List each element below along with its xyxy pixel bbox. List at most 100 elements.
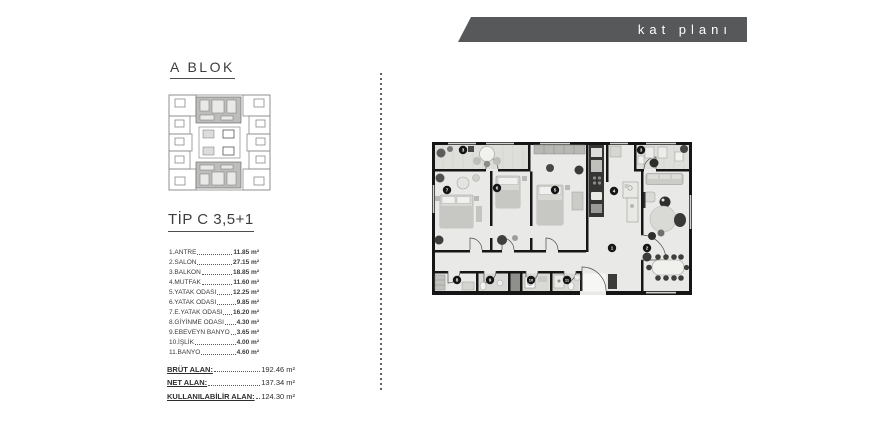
total-label: BRÜT ALAN: <box>167 364 213 374</box>
room-name: 7.E.YATAK ODASI <box>169 309 223 316</box>
room-area: 12.25 m² <box>232 289 259 296</box>
dining-table <box>651 259 685 276</box>
room-row: 8.GİYİNME ODASI 4.30 m² <box>169 316 259 326</box>
dotted-leader <box>230 333 236 335</box>
total-value: 137.34 m² <box>261 378 295 387</box>
room-area: 27.15 m² <box>232 259 259 266</box>
banner-title: kat planı <box>637 22 732 37</box>
badge-label: 10 <box>529 278 534 283</box>
lounge-chair <box>674 213 686 227</box>
closet <box>434 274 446 291</box>
badge-label: 9 <box>489 278 492 283</box>
room-area: 3.65 m² <box>236 329 259 336</box>
armchair <box>644 191 656 203</box>
dotted-leader <box>223 313 232 315</box>
block-title: A BLOK <box>170 59 235 79</box>
badge-label: 8 <box>456 278 459 283</box>
wardrobe <box>533 144 586 155</box>
room-area: 18.85 m² <box>232 269 259 276</box>
room-area: 4.60 m² <box>236 349 259 356</box>
total-row: KULLANILABİLİR ALAN: 124.30 m² <box>167 387 295 401</box>
room-area: 16.20 m² <box>232 309 259 316</box>
room-row: 5.YATAK ODASI 12.25 m² <box>169 286 259 296</box>
dotted-leader <box>217 293 232 295</box>
dining-chairs <box>646 254 690 281</box>
balcony-table <box>649 158 659 168</box>
dotted-leader <box>213 371 261 372</box>
rug <box>649 205 677 233</box>
badge-label: 3 <box>640 148 643 153</box>
block-overview-plan <box>168 94 271 191</box>
badge-label: 2 <box>646 246 649 251</box>
bedroom5-furniture <box>533 144 586 226</box>
total-label: KULLANILABİLİR ALAN: <box>167 391 255 401</box>
apartment-floor-plan: 3 3 7 6 5 4 1 2 8 9 10 11 <box>432 142 692 295</box>
room-name: 11.BANYO <box>169 349 201 356</box>
building-outline <box>168 94 271 191</box>
total-row: NET ALAN: 137.34 m² <box>167 374 295 387</box>
dotted-leader <box>224 323 236 325</box>
room-number-badges: 3 3 7 6 5 4 1 2 8 9 10 11 <box>442 145 652 285</box>
dotted-leader <box>194 343 236 345</box>
badge-label: 3 <box>462 148 465 153</box>
highlighted-unit-top <box>195 96 242 124</box>
badge-label: 6 <box>496 186 499 191</box>
dotted-leader <box>197 253 233 255</box>
master-bedroom-furniture <box>434 173 482 245</box>
sink <box>496 279 504 287</box>
total-value: 124.30 m² <box>261 391 295 401</box>
badge-label: 4 <box>613 189 616 194</box>
highlighted-unit-bottom <box>195 161 242 189</box>
toilet <box>479 281 487 291</box>
total-label: NET ALAN: <box>167 378 208 387</box>
bistro-table <box>479 146 495 162</box>
badge-label: 7 <box>446 188 449 193</box>
badge-label: 1 <box>611 246 614 251</box>
room-area: 9.85 m² <box>236 299 259 306</box>
dotted-leader <box>255 398 261 399</box>
dotted-separator <box>380 73 382 391</box>
room-row: 7.E.YATAK ODASI 16.20 m² <box>169 306 259 316</box>
room-area: 4.30 m² <box>236 319 259 326</box>
dotted-leader <box>217 303 236 305</box>
room-name: 2.SALON <box>169 259 197 266</box>
room-row: 2.SALON 27.15 m² <box>169 256 259 266</box>
kitchen-furniture <box>589 145 639 223</box>
room-area: 11.60 m² <box>233 279 259 286</box>
bedroom6-furniture <box>495 175 527 245</box>
tv-unit <box>643 192 646 208</box>
room-row: 11.BANYO 4.60 m² <box>169 346 259 356</box>
total-row: BRÜT ALAN: 192.46 m² <box>167 360 295 374</box>
badge-label: 11 <box>565 278 570 283</box>
building-core <box>198 126 241 159</box>
living-room-furniture <box>642 173 690 281</box>
shoe-cabinet <box>608 274 617 289</box>
room-area: 4.00 m² <box>236 339 259 346</box>
dotted-leader <box>208 384 261 386</box>
room-name: 4.MUTFAK <box>169 279 201 286</box>
dotted-leader <box>201 273 232 275</box>
total-value: 192.46 m² <box>261 364 295 374</box>
toilet <box>567 281 575 291</box>
balcony-left-furniture <box>436 146 501 168</box>
balcony-right-furniture <box>637 145 688 168</box>
sink <box>574 274 581 281</box>
windows <box>432 142 692 294</box>
dotted-leader <box>197 263 232 265</box>
room-row: 4.MUTFAK 11.60 m² <box>169 276 259 286</box>
room-area: 11.85 m² <box>233 249 259 256</box>
fridge <box>609 145 622 158</box>
dotted-leader <box>201 283 233 285</box>
badge-label: 5 <box>554 188 557 193</box>
room-name: 5.YATAK ODASI <box>169 289 217 296</box>
room-name: 8.GİYİNME ODASI <box>169 319 224 326</box>
area-totals: BRÜT ALAN: 192.46 m² NET ALAN: 137.34 m² K… <box>167 360 295 401</box>
unit-type-title: TİP C 3,5+1 <box>168 211 254 232</box>
